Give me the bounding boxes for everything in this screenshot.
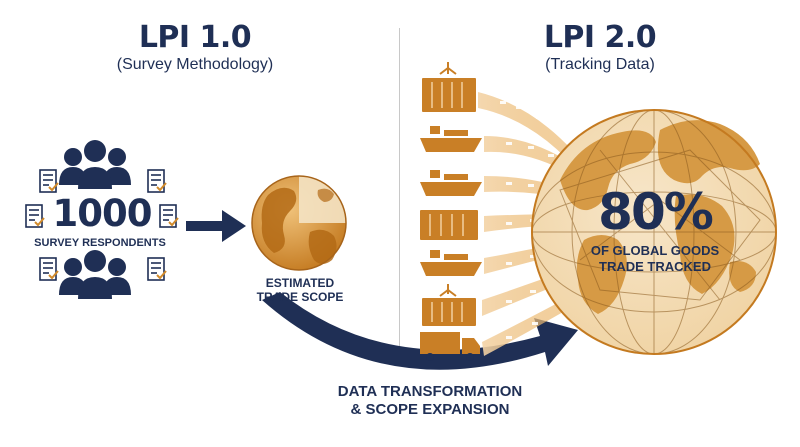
tracked-label-line1: OF GLOBAL GOODS bbox=[590, 243, 720, 258]
globe-icon bbox=[531, 109, 777, 355]
transition-line1: DATA TRANSFORMATION bbox=[337, 383, 523, 400]
lpi1-title: LPI 1.0 bbox=[138, 20, 252, 55]
container-icon bbox=[422, 284, 476, 326]
container-icon bbox=[422, 62, 476, 112]
globe-icon bbox=[251, 175, 347, 271]
cargo-ship-icon bbox=[420, 126, 482, 152]
arrow-icon bbox=[262, 292, 578, 370]
person-group-icon bbox=[59, 140, 131, 299]
cargo-ship-icon bbox=[420, 250, 482, 276]
tracked-percent: 80% bbox=[598, 183, 714, 241]
respondent-count: 1000 bbox=[52, 192, 153, 235]
truck-icon bbox=[420, 332, 480, 361]
cargo-ship-icon bbox=[420, 170, 482, 196]
lpi1-subtitle: (Survey Methodology) bbox=[116, 56, 274, 73]
respondent-label: SURVEY RESPONDENTS bbox=[34, 237, 166, 249]
scope-label-line2: TRADE SCOPE bbox=[256, 290, 344, 304]
lpi2-title: LPI 2.0 bbox=[543, 20, 657, 55]
tracked-label-line2: TRADE TRACKED bbox=[599, 259, 711, 274]
arrow-icon bbox=[186, 210, 246, 242]
document-check-icon bbox=[25, 169, 179, 281]
lpi2-subtitle: (Tracking Data) bbox=[545, 56, 655, 73]
transition-line2: & SCOPE EXPANSION bbox=[350, 401, 510, 418]
scope-label-line1: ESTIMATED bbox=[265, 276, 335, 290]
section-divider bbox=[399, 28, 400, 358]
container-icon bbox=[420, 210, 478, 240]
